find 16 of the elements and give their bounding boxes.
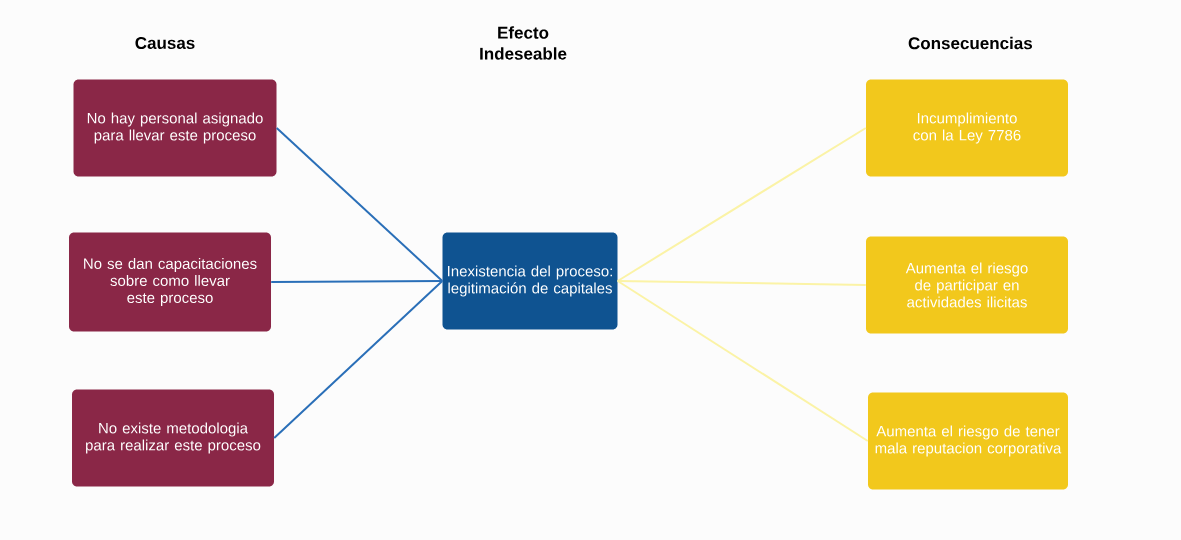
connector-line (616, 280, 869, 442)
cause-box: No existe metodologia para realizar este proceso (72, 389, 274, 487)
column-heading: Causas (135, 37, 195, 49)
connector-line (273, 280, 444, 439)
connector-line (616, 280, 867, 286)
cause-box: No se dan capacitaciones sobre como llevar este proceso (69, 232, 271, 332)
consequence-box: Aumenta el riesgo de tener mala reputacion corporativa (868, 392, 1068, 490)
effect-box: Inexistencia del proceso: legitimación de capitales (442, 232, 618, 330)
connector-line (616, 127, 867, 282)
connector-line (270, 280, 444, 283)
consequence-box: Incumplimiento con la Ley 7786 (866, 79, 1068, 177)
cause-box: No hay personal asignado para llevar este proceso (73, 79, 277, 177)
column-heading: Efecto Indeseable (480, 26, 567, 60)
connector-line (275, 127, 444, 282)
column-heading: Consecuencias (908, 36, 1032, 50)
consequence-box: Aumenta el riesgo de participar en actividades ilicitas (866, 236, 1068, 334)
